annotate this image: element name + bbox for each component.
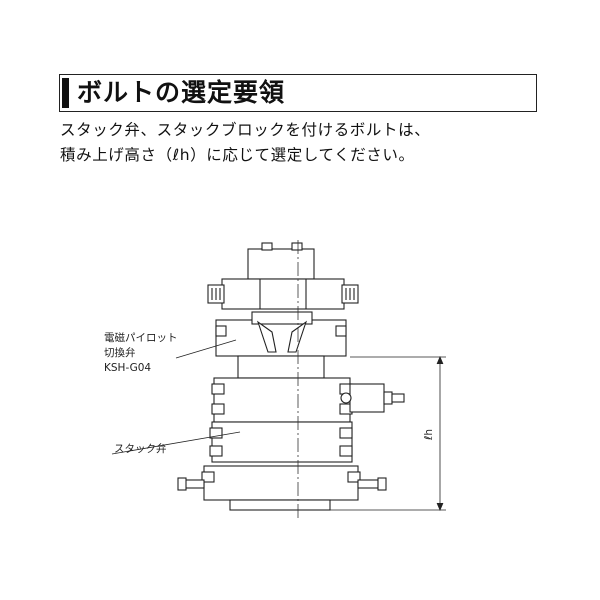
description-line-1: スタック弁、スタックブロックを付けるボルトは、	[60, 121, 431, 139]
pilot-valve-body	[215, 311, 347, 379]
leader-line-pilot-valve	[175, 339, 237, 359]
intermediate-block	[211, 377, 405, 423]
label-stack-valve: スタック弁	[114, 442, 167, 455]
heading-accent-bar	[62, 78, 69, 108]
section-heading-box: ボルトの選定要領	[59, 74, 537, 112]
section-heading: ボルトの選定要領	[77, 78, 286, 107]
label-height: ℓh	[423, 429, 435, 441]
description-line-2: 積み上げ高さ（ℓh）に応じて選定してください。	[60, 146, 415, 164]
leader-line-stack-valve	[111, 431, 241, 455]
stack-valve	[209, 421, 353, 463]
label-pilot-valve-line2: 切換弁	[104, 346, 136, 359]
label-pilot-valve-line1: 電磁パイロット	[104, 331, 178, 344]
label-pilot-valve-model: KSH-G04	[104, 362, 151, 374]
stack-block	[177, 465, 387, 511]
height-dimension	[330, 355, 446, 512]
solenoid-pilot-assembly	[207, 242, 359, 310]
